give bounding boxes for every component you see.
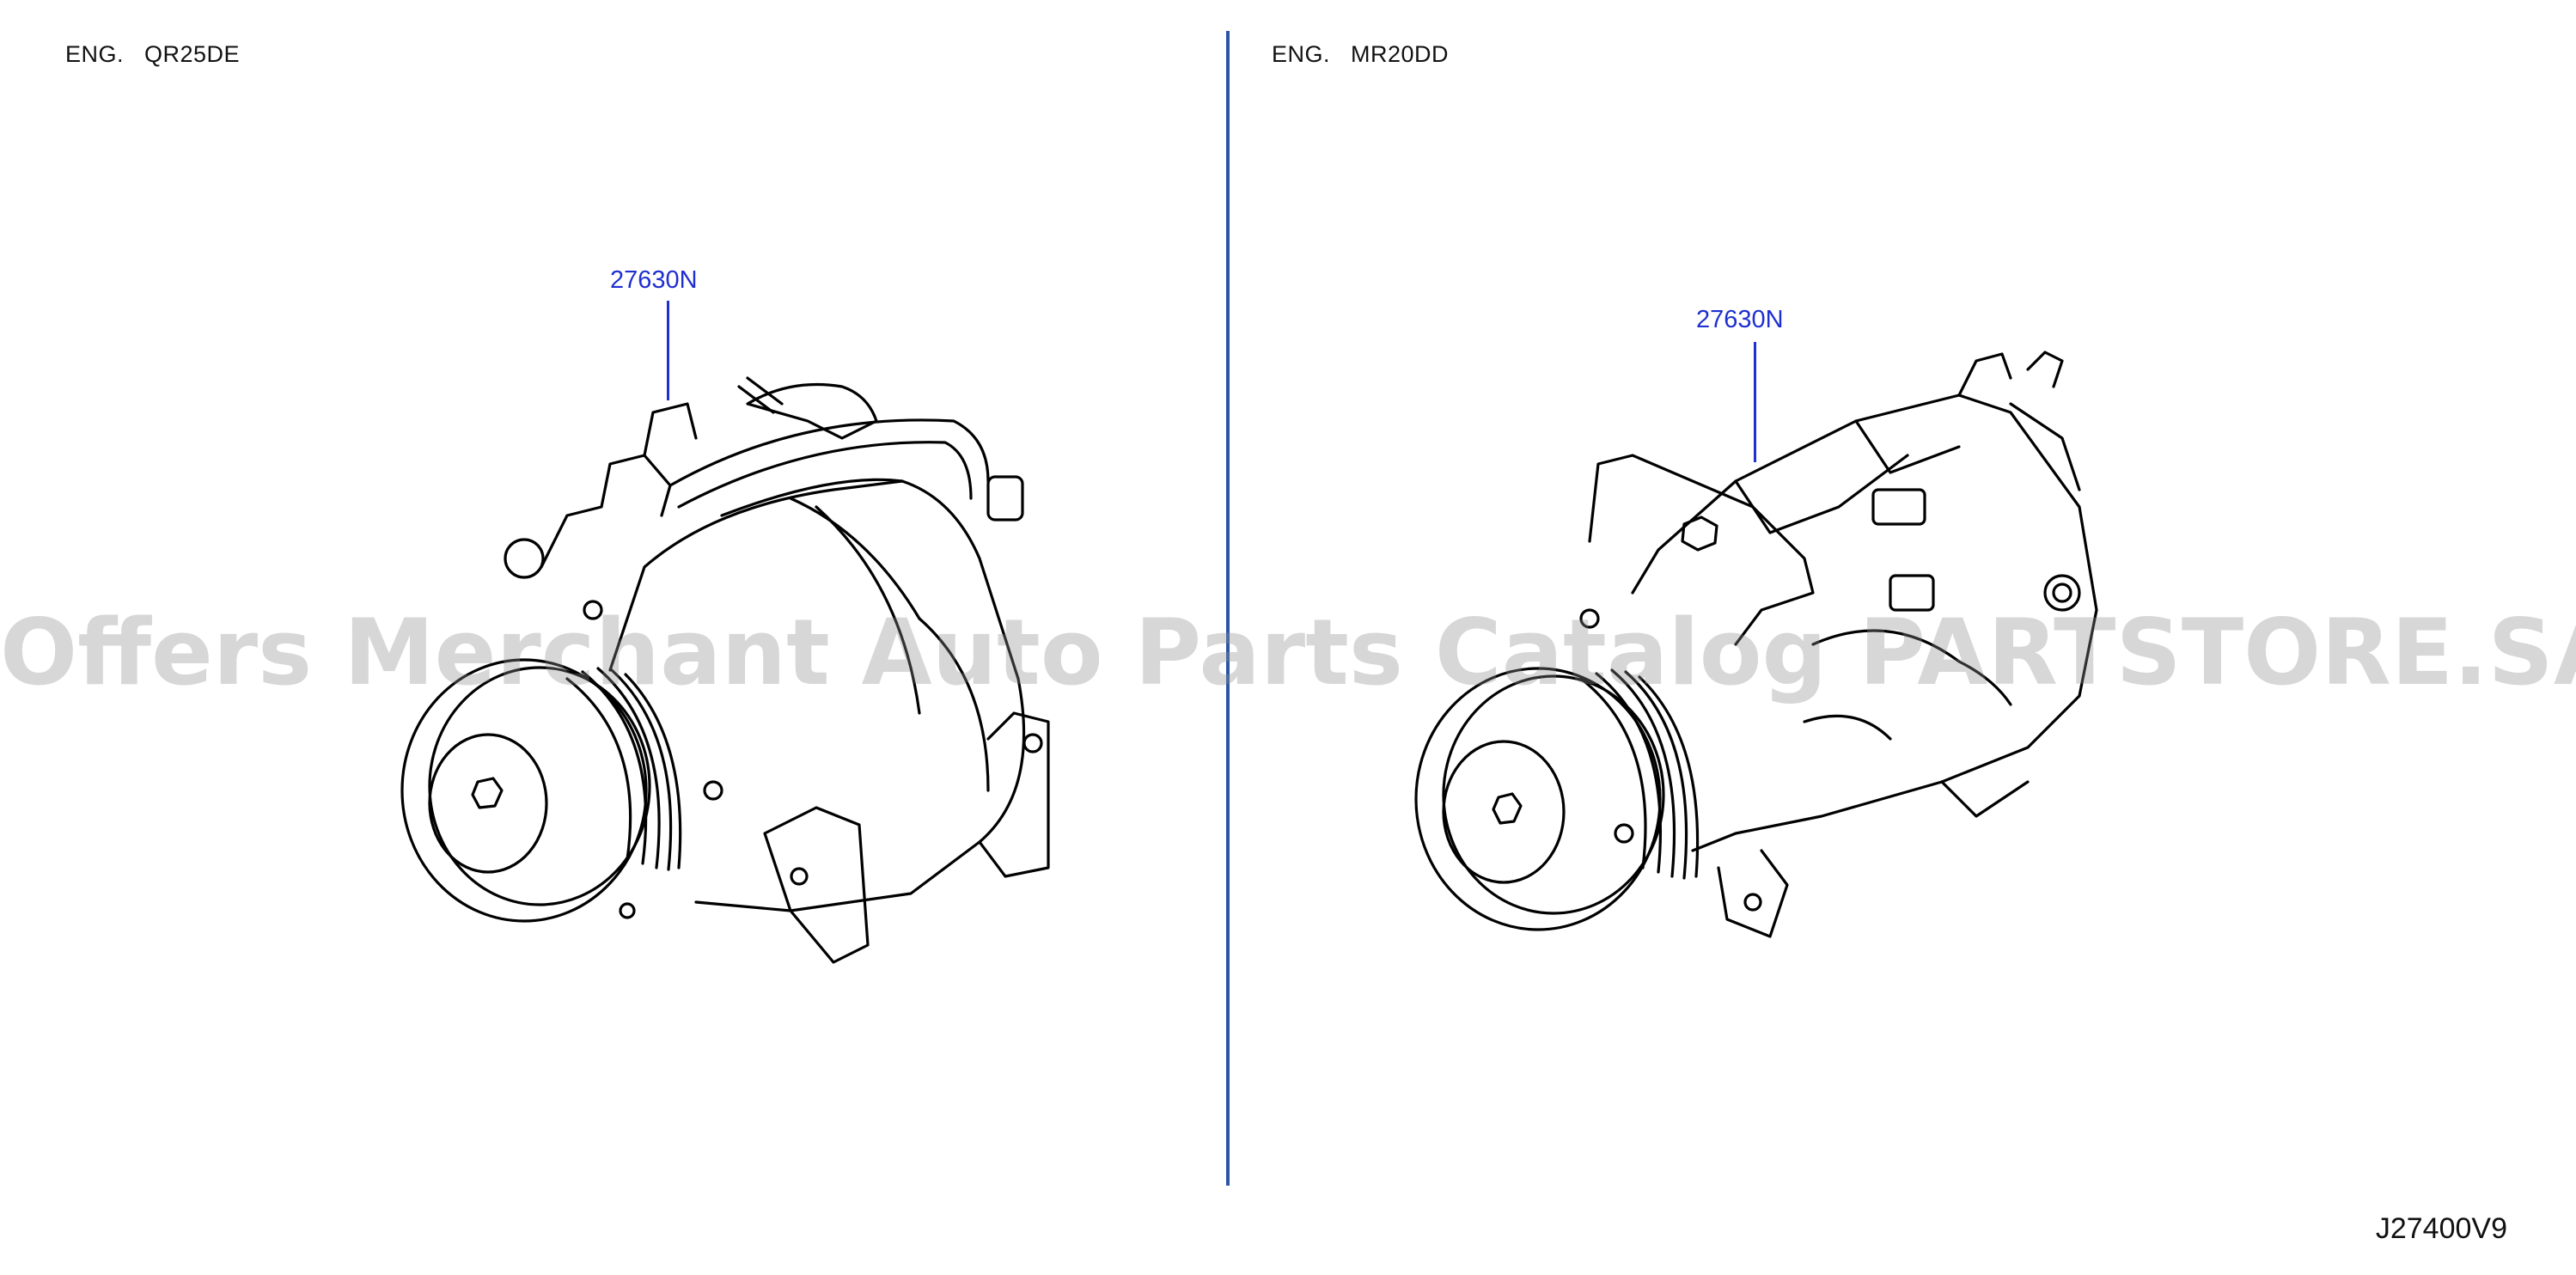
part-callout-27630n-left[interactable]: 27630N [610, 266, 698, 294]
compressor-drawing-qr25de [400, 376, 1050, 964]
engine-label-mr20dd: ENG. MR20DD [1272, 41, 1450, 67]
callout-leader-left [667, 301, 669, 400]
diagram-code: J27400V9 [2375, 1212, 2507, 1245]
engine-label-qr25de: ENG. QR25DE [65, 41, 241, 67]
panel-divider [1226, 31, 1230, 1186]
part-callout-27630n-right[interactable]: 27630N [1696, 306, 1784, 333]
callout-leader-right [1754, 342, 1756, 462]
compressor-drawing-mr20dd [1414, 351, 2098, 938]
